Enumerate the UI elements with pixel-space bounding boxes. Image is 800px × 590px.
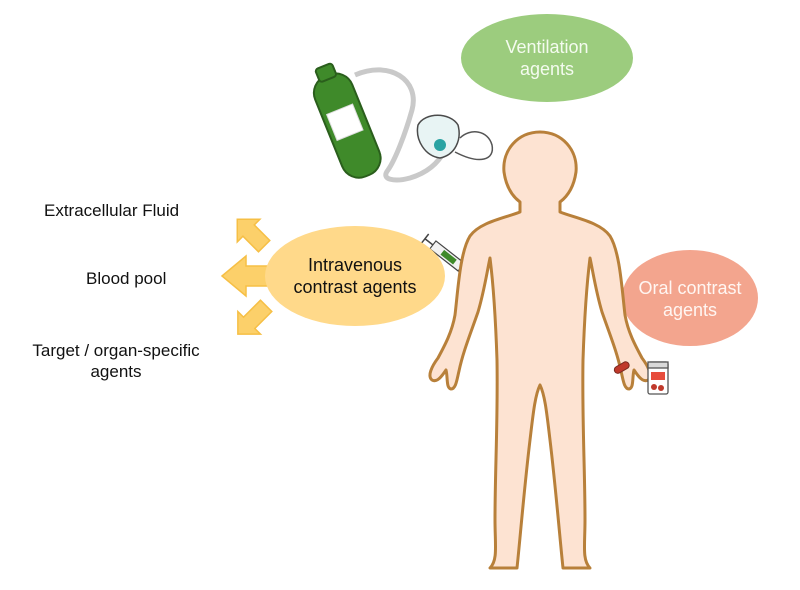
- ventilation-bubble: [461, 14, 633, 102]
- oral-contrast-label-line2: agents: [662, 300, 718, 320]
- human-body: [428, 130, 652, 570]
- oxygen-cylinder-icon: [312, 62, 382, 179]
- oxygen-mask-icon: [416, 114, 460, 159]
- oral-contrast-label: Oral contrast agents: [624, 277, 756, 321]
- extracellular-fluid-label: Extracellular Fluid: [44, 201, 180, 220]
- intravenous-bubble: [265, 226, 445, 326]
- target-label-line2: agents: [90, 362, 142, 381]
- intravenous-label: Intravenous contrast agents: [270, 254, 440, 298]
- oxygen-tube: [354, 67, 448, 183]
- ventilation-label-line2: agents: [519, 59, 575, 79]
- arrow-blood-pool: [220, 254, 273, 298]
- target-organ-specific-label: Target / organ-specific agents: [6, 340, 226, 382]
- oral-contrast-label-line1: Oral contrast: [638, 278, 742, 298]
- pill-icon: [613, 361, 630, 374]
- arrow-target: [237, 299, 273, 335]
- body-silhouette: [428, 130, 652, 570]
- ventilation-label-line1: Ventilation: [505, 37, 589, 57]
- pill-bottle-icon: [647, 361, 669, 395]
- ventilation-label: Ventilation agents: [470, 36, 624, 80]
- target-label-line1: Target / organ-specific: [32, 341, 200, 360]
- arrow-extracellular: [236, 218, 271, 253]
- intravenous-label-line2: contrast agents: [293, 277, 417, 297]
- oxygen-tube-loop: [454, 131, 494, 161]
- oral-contrast-bubble: [622, 250, 758, 346]
- blood-pool-label: Blood pool: [86, 269, 167, 288]
- intravenous-label-line1: Intravenous: [307, 255, 403, 275]
